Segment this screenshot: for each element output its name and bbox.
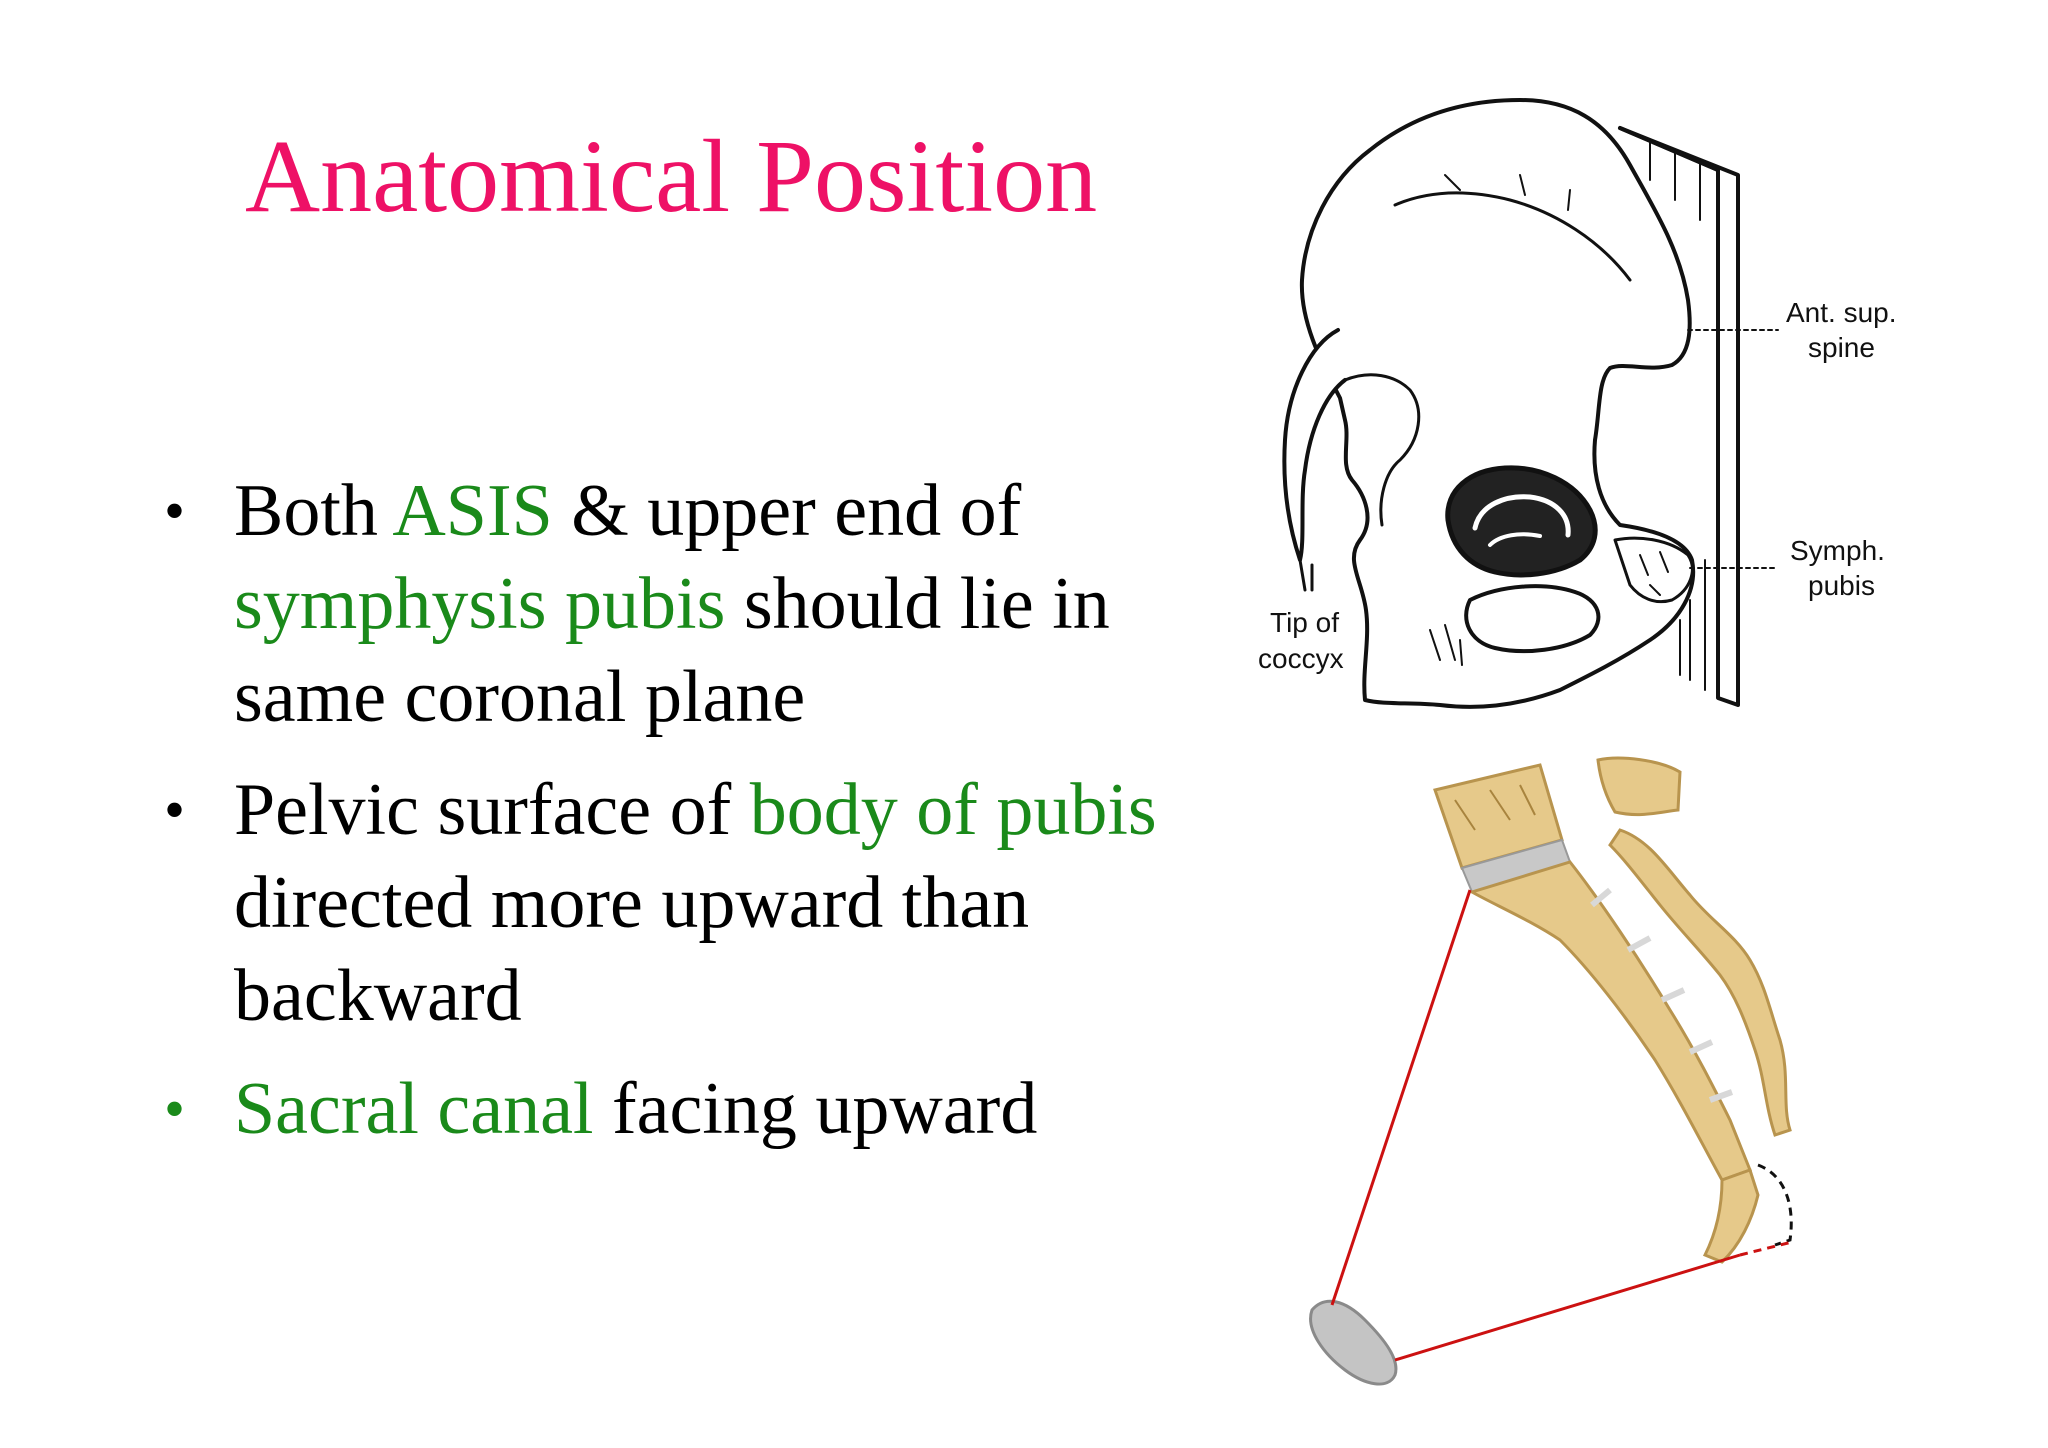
- text-segment: Pelvic surface of: [234, 769, 750, 851]
- bullet-list: • Both ASIS & upper end of symphysis pub…: [150, 465, 1230, 1176]
- bullet-icon: •: [164, 1076, 186, 1142]
- bullet-icon: •: [164, 777, 186, 843]
- bullet-item-sacral-canal: • Sacral canal facing upward: [150, 1063, 1230, 1156]
- bullet-text-2: Pelvic surface of body of pubis directed…: [234, 769, 1157, 1037]
- posterior-ilium-hook: [1282, 328, 1347, 562]
- highlight-body-of-pubis: body of pubis: [749, 769, 1157, 851]
- label-coccyx-line2: coccyx: [1258, 643, 1344, 674]
- label-symph-line1: Symph.: [1790, 535, 1885, 566]
- bullet-item-pubis: • Pelvic surface of body of pubis direct…: [150, 764, 1230, 1043]
- bullet-text-1: Both ASIS & upper end of symphysis pubis…: [234, 470, 1110, 738]
- coccyx-dashed-outline: [1757, 1163, 1793, 1247]
- text-segment: directed more upward than backward: [234, 862, 1030, 1037]
- pubic-body: [1613, 536, 1694, 604]
- highlight-sacral-canal: Sacral canal: [234, 1068, 594, 1150]
- text-segment: should lie in same coronal plane: [234, 563, 1110, 738]
- label-symph-line2: pubis: [1808, 570, 1875, 601]
- iliac-blade-outline: [1299, 98, 1696, 709]
- hip-bone-drawing: [1282, 98, 1779, 709]
- obturator-foramen: [1464, 584, 1601, 654]
- pubic-symphysis: [1309, 1299, 1398, 1386]
- pelvic-inlet-line: [1330, 889, 1472, 1306]
- highlight-asis: ASIS: [392, 470, 553, 552]
- pelvic-outlet-line: [1394, 1253, 1741, 1362]
- slide-title: Anatomical Position: [245, 119, 1098, 234]
- label-coccyx-line1: Tip of: [1270, 607, 1339, 638]
- sacral-crest: [1608, 828, 1792, 1137]
- bullet-text-3: Sacral canal facing upward: [234, 1068, 1037, 1150]
- highlight-symphysis-pubis: symphysis pubis: [234, 563, 726, 645]
- text-segment: & upper end of: [552, 470, 1022, 552]
- hip-bone-labels: Ant. sup. spine Symph. pubis Tip of cocc…: [1258, 297, 1897, 674]
- label-asis-line2: spine: [1808, 332, 1875, 363]
- pelvic-outlet-dashed-line: [1739, 1240, 1793, 1257]
- coccyx: [1702, 1168, 1760, 1264]
- label-asis-line1: Ant. sup.: [1786, 297, 1897, 328]
- sacrum-body: [1468, 860, 1752, 1182]
- sacrum-section-illustration: [1309, 756, 1793, 1386]
- l5-spinous-process: [1596, 756, 1682, 817]
- text-segment: Both: [234, 470, 393, 552]
- bullet-icon: •: [164, 478, 186, 544]
- text-segment: facing upward: [593, 1068, 1038, 1150]
- acetabulum: [1445, 465, 1598, 578]
- bullet-item-asis: • Both ASIS & upper end of symphysis pub…: [150, 465, 1230, 744]
